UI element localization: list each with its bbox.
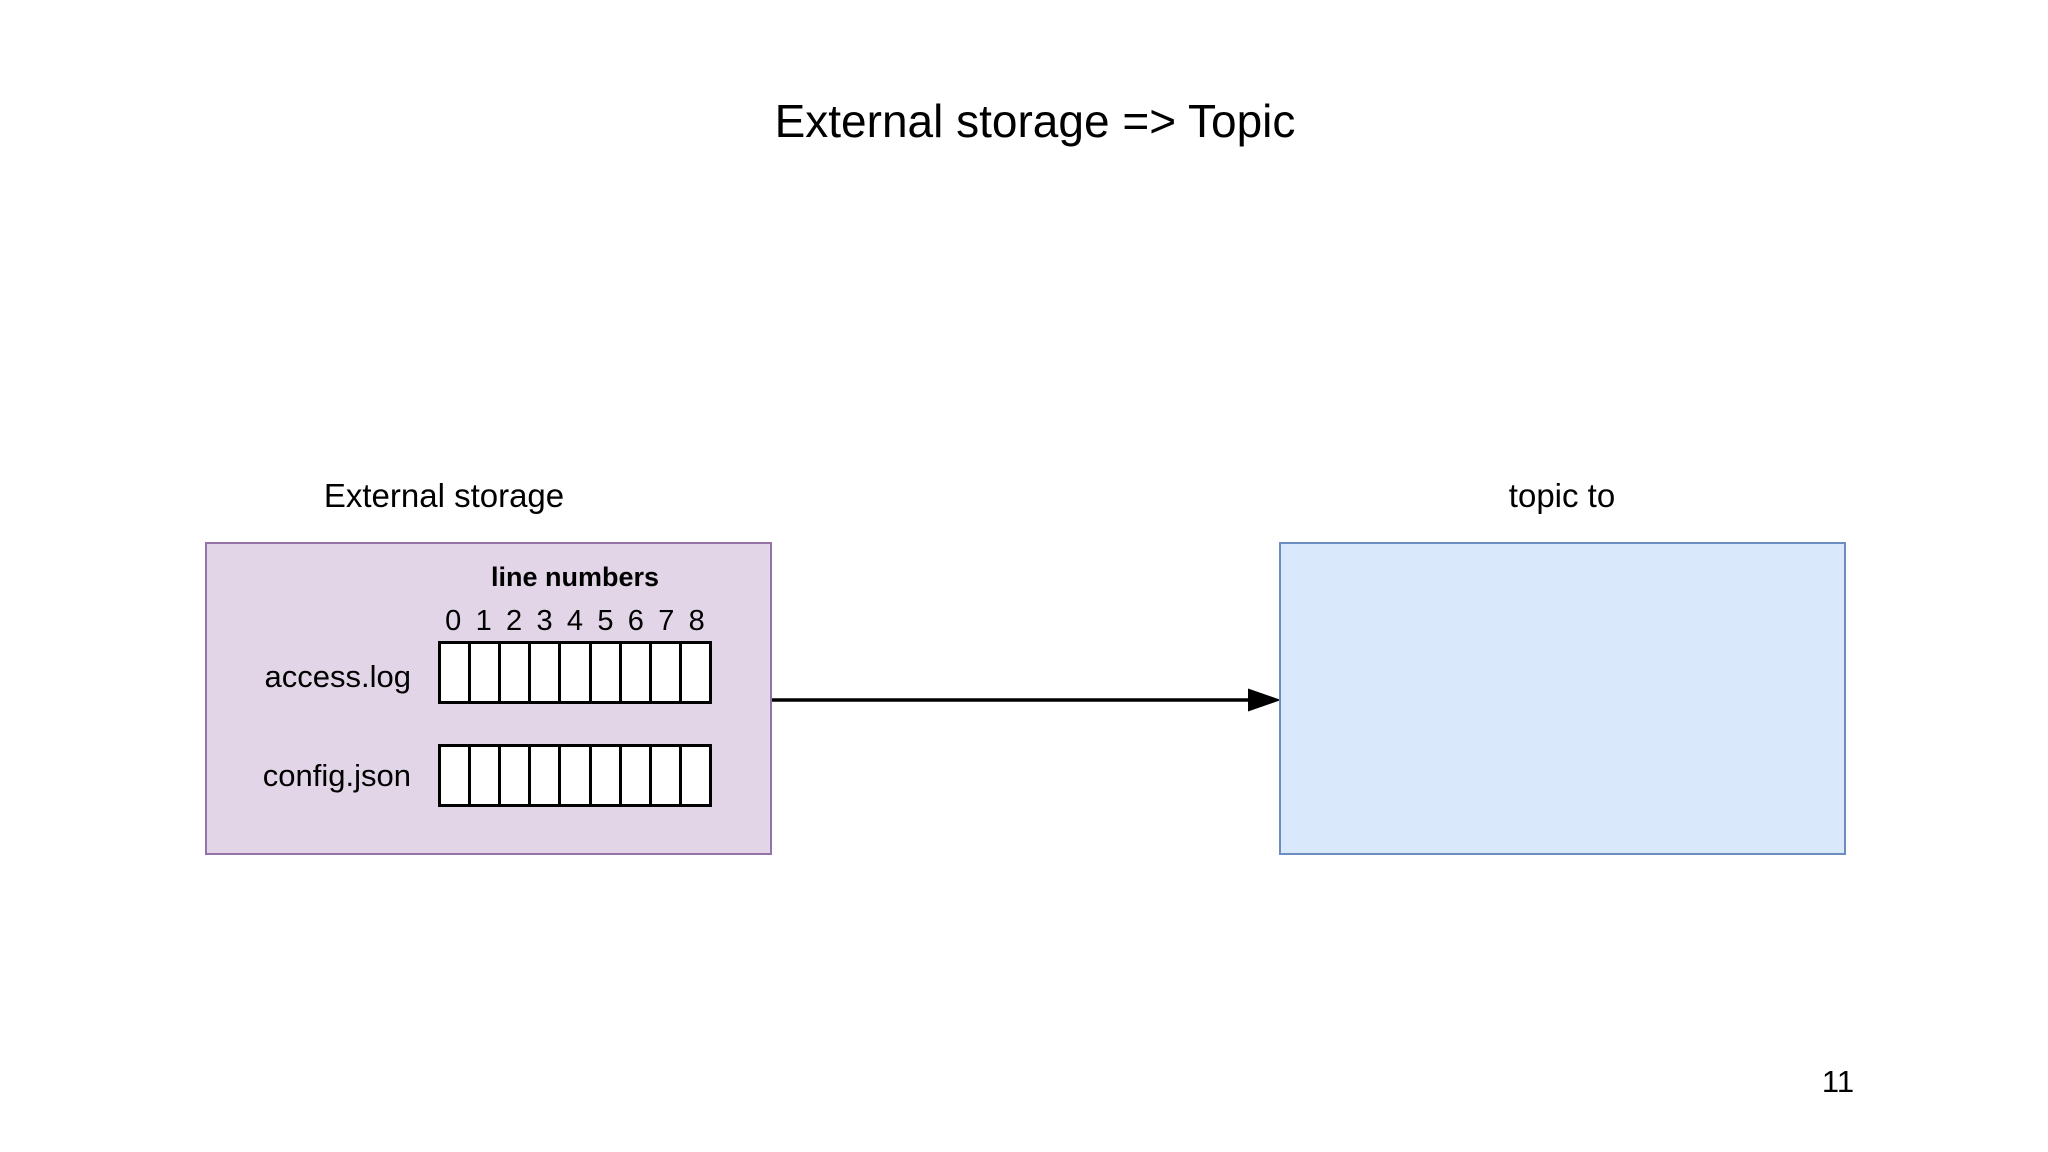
line-cell [591, 747, 622, 804]
line-cell [531, 644, 562, 701]
line-number: 1 [475, 605, 492, 637]
page-number: 11 [1821, 1064, 1855, 1099]
arrow-head [1248, 688, 1281, 712]
slide-title: External storage => Topic [774, 95, 1296, 147]
topic-label: topic to [1508, 477, 1616, 514]
line-cell [501, 747, 532, 804]
line-number: 6 [627, 605, 644, 637]
line-cell [531, 747, 562, 804]
line-cell [621, 644, 652, 701]
line-cell [681, 644, 709, 701]
line-number: 0 [445, 605, 462, 637]
file-name-label: config.json [262, 758, 411, 793]
line-numbers-header: line numbers [490, 562, 660, 592]
line-number: 4 [566, 605, 584, 637]
file-cells-row [438, 744, 712, 807]
line-cell [471, 747, 502, 804]
external-storage-label: External storage [323, 477, 565, 514]
line-cell [441, 644, 472, 701]
line-cell [651, 747, 682, 804]
line-cell [681, 747, 709, 804]
line-number: 7 [658, 605, 675, 637]
line-cell [651, 644, 682, 701]
line-cell [501, 644, 532, 701]
line-number: 8 [688, 605, 705, 637]
topic-box [1279, 542, 1846, 855]
storage-to-topic-arrow-icon [772, 688, 1281, 712]
line-number: 3 [536, 605, 553, 637]
line-cell [621, 747, 652, 804]
line-cell [561, 644, 592, 701]
line-cell [471, 644, 502, 701]
line-cell [441, 747, 472, 804]
line-cell [561, 747, 592, 804]
line-number: 5 [597, 605, 614, 637]
file-cells-row [438, 641, 712, 704]
file-name-label: access.log [264, 659, 411, 694]
line-number: 2 [506, 605, 523, 637]
line-cell [591, 644, 622, 701]
